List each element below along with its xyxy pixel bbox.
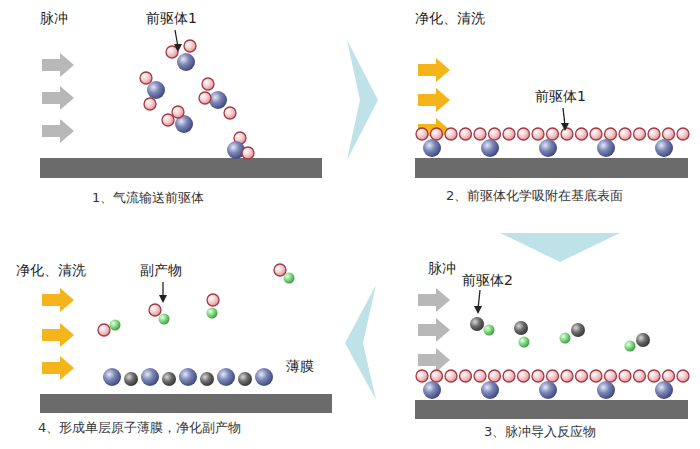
precursor-atom <box>445 128 457 140</box>
precursor-atom <box>460 128 472 140</box>
step-caption: 4、形成单层原子薄膜，净化副产物 <box>38 420 241 436</box>
step-caption: 2、前驱体化学吸附在基底表面 <box>446 188 623 204</box>
precursor-atom <box>677 128 689 140</box>
precursor-atom <box>547 370 559 382</box>
precursor-atom <box>445 370 457 382</box>
precursor-atom <box>547 128 559 140</box>
precursor-label: 前驱体1 <box>535 88 586 105</box>
precursor-atom <box>503 128 515 140</box>
precursor-label: 前驱体2 <box>462 272 513 289</box>
precursor-atom <box>576 128 588 140</box>
precursor-atom <box>663 128 675 140</box>
precursor-atom <box>605 128 617 140</box>
precursor-label: 前驱体1 <box>146 10 197 27</box>
step-caption: 1、气流输送前驱体 <box>92 190 204 206</box>
precursor-atom <box>532 370 544 382</box>
precursor-atom <box>605 370 617 382</box>
precursor-atom <box>677 370 689 382</box>
precursor-atom <box>416 128 428 140</box>
precursor-atom <box>663 370 675 382</box>
precursor-atom <box>634 370 646 382</box>
pulse-label: 脉冲 <box>428 260 456 277</box>
precursor-atom <box>489 370 501 382</box>
precursor-atom <box>431 128 443 140</box>
step-caption: 3、脉冲导入反应物 <box>484 424 596 440</box>
precursor-atom <box>518 370 530 382</box>
precursor-atom <box>634 128 646 140</box>
precursor-atom <box>590 128 602 140</box>
precursor-atom <box>619 128 631 140</box>
precursor-atom <box>460 370 472 382</box>
precursor-atom <box>561 370 573 382</box>
precursor-atom <box>648 128 660 140</box>
precursor-atom <box>561 128 573 140</box>
precursor-atom <box>590 370 602 382</box>
precursor-atom <box>576 370 588 382</box>
byproduct-label: 副产物 <box>140 262 182 279</box>
purge-label: 净化、清洗 <box>415 10 485 27</box>
precursor-atom <box>474 370 486 382</box>
precursor-atom <box>619 370 631 382</box>
precursor-atom <box>474 128 486 140</box>
precursor-atom <box>648 370 660 382</box>
precursor-atom <box>431 370 443 382</box>
pulse-label: 脉冲 <box>40 10 68 27</box>
precursor-atom <box>532 128 544 140</box>
precursor-atom <box>416 370 428 382</box>
precursor-atom <box>518 128 530 140</box>
purge-label: 净化、清洗 <box>16 262 86 279</box>
precursor-atom <box>489 128 501 140</box>
precursor-atom <box>503 370 515 382</box>
film-label: 薄膜 <box>286 358 314 375</box>
